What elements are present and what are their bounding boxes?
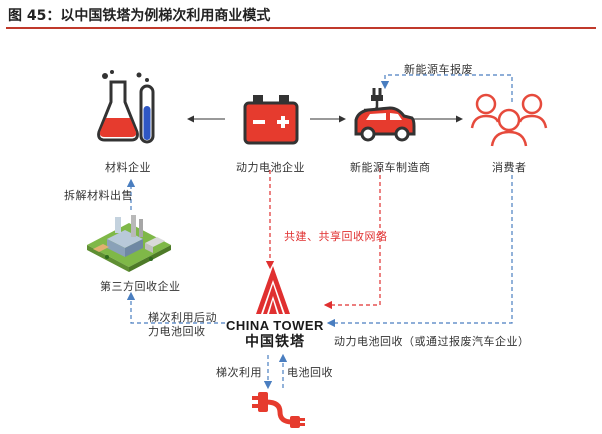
node-third-party: 第三方回收企业 [100, 280, 181, 293]
factory-icon [87, 215, 171, 272]
china-tower-cn: 中国铁塔 [245, 334, 305, 350]
edge-cascade-line2: 力电池回收 [148, 325, 206, 338]
title-bar: 图 45：以中国铁塔为例梯次利用商业模式 [6, 3, 596, 29]
arrow-consumer-to-tower [326, 168, 513, 328]
electric-car-icon [354, 88, 416, 142]
node-battery: 动力电池企业 [236, 161, 305, 174]
figure-title: 图 45：以中国铁塔为例梯次利用商业模式 [8, 8, 271, 24]
edge-co-build: 共建、共享回收网络 [284, 230, 388, 243]
edge-battery-recycle-consumer: 动力电池回收（或通过报废汽车企业） [334, 335, 530, 348]
edge-battery-recycle: 电池回收 [287, 366, 333, 379]
edge-nev-scrap: 新能源车报废 [404, 63, 473, 76]
china-tower-en: CHINA TOWER [226, 318, 324, 333]
node-materials: 材料企业 [105, 161, 151, 174]
arrow-tower-to-third-party [126, 291, 225, 324]
arrow-nev-to-tower-red [323, 168, 381, 310]
car-battery-icon [243, 95, 299, 145]
edge-dismantle-sell: 拆解材料出售 [64, 189, 133, 202]
china-tower-logo [256, 266, 290, 314]
lab-flask-icon [97, 70, 155, 144]
power-cable-icon [252, 392, 305, 428]
node-consumer: 消费者 [492, 161, 527, 174]
node-nev-maker: 新能源车制造商 [350, 161, 431, 174]
edge-cascade-use: 梯次利用 [216, 366, 262, 379]
edge-cascade-line1: 梯次利用后动 [148, 311, 217, 324]
people-icon [470, 93, 548, 147]
